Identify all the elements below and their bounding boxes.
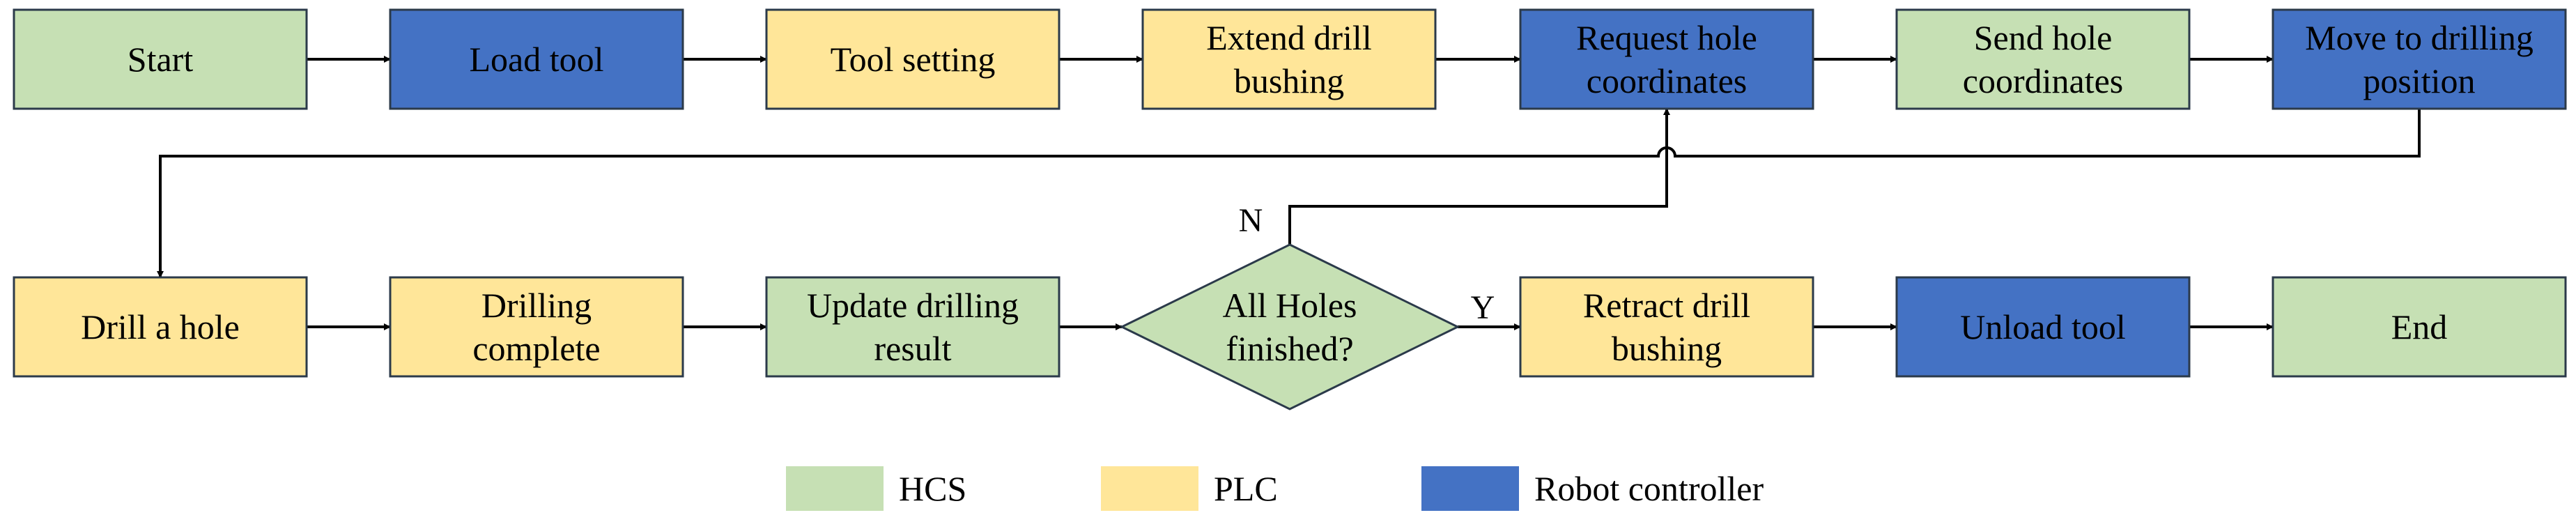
node-unload: Unload tool xyxy=(1895,276,2191,378)
node-update-label-line-1: Update drilling xyxy=(807,286,1019,325)
edge-decision-to-request xyxy=(1288,108,1670,245)
legend-label: PLC xyxy=(1214,469,1278,508)
node-move: Move to drilling position xyxy=(2272,8,2567,110)
node-request-label-line-1: Request hole xyxy=(1576,18,1757,57)
node-move-label-line-1: Move to drilling xyxy=(2305,18,2533,57)
node-send-label-line-2: coordinates xyxy=(1963,61,2123,100)
node-extend-label-line-1: Extend drill xyxy=(1206,18,1371,57)
node-retract-label-line-1: Retract drill xyxy=(1583,286,1750,325)
node-end: End xyxy=(2272,276,2567,378)
branch-label-n: N xyxy=(1239,202,1263,239)
node-decision: All Holes finished? xyxy=(1119,243,1460,410)
node-drill-label-line-1: Drill a hole xyxy=(81,307,240,346)
node-load-tool: Load tool xyxy=(389,8,684,110)
node-request-label-line-2: coordinates xyxy=(1587,61,1747,100)
process-box xyxy=(13,8,308,110)
process-box xyxy=(389,276,684,378)
process-box xyxy=(13,276,308,378)
process-box xyxy=(1519,276,1814,378)
process-box xyxy=(765,276,1061,378)
node-load-tool-label-line-1: Load tool xyxy=(469,40,603,79)
node-request: Request hole coordinates xyxy=(1519,8,1814,110)
node-update-label-line-2: result xyxy=(874,329,951,368)
node-start-label-line-1: Start xyxy=(128,40,194,79)
node-start: Start xyxy=(13,8,308,110)
legend-swatch xyxy=(786,466,884,511)
process-box xyxy=(1895,276,2191,378)
branch-labels-layer: YN xyxy=(1239,202,1495,326)
process-box xyxy=(2272,8,2567,110)
node-tool-setting-label-line-1: Tool setting xyxy=(831,40,996,79)
node-move-label-line-2: position xyxy=(2363,61,2475,100)
legend-item-robot: Robot controller xyxy=(1421,466,1764,511)
legend-label: Robot controller xyxy=(1534,469,1764,508)
node-decision-label-line-2: finished? xyxy=(1226,329,1353,368)
node-complete-label-line-2: complete xyxy=(472,329,600,368)
node-send: Send hole coordinates xyxy=(1895,8,2191,110)
legend-label: HCS xyxy=(899,469,966,508)
node-send-label-line-1: Send hole xyxy=(1974,18,2113,57)
legend-swatch xyxy=(1101,466,1198,511)
decision-diamond xyxy=(1119,243,1460,410)
branch-label-y: Y xyxy=(1471,289,1495,326)
node-complete: Drilling complete xyxy=(389,276,684,378)
node-update: Update drilling result xyxy=(765,276,1061,378)
process-box xyxy=(2272,276,2567,378)
node-retract-label-line-2: bushing xyxy=(1612,329,1722,368)
legend: HCS PLC Robot controller xyxy=(786,466,1764,511)
edges-layer xyxy=(157,56,2421,330)
node-decision-label-line-1: All Holes xyxy=(1222,286,1357,325)
node-end-label-line-1: End xyxy=(2391,307,2448,346)
process-box xyxy=(1141,8,1437,110)
node-unload-label-line-1: Unload tool xyxy=(1960,307,2125,346)
node-extend: Extend drill bushing xyxy=(1141,8,1437,110)
node-tool-setting: Tool setting xyxy=(765,8,1061,110)
node-extend-label-line-2: bushing xyxy=(1234,61,1344,100)
legend-item-hcs: HCS xyxy=(786,466,966,511)
node-retract: Retract drill bushing xyxy=(1519,276,1814,378)
process-box xyxy=(1895,8,2191,110)
process-box xyxy=(1519,8,1814,110)
node-drill: Drill a hole xyxy=(13,276,308,378)
process-box xyxy=(765,8,1061,110)
nodes-layer: Start Load tool Tool setting Extend drill bu… xyxy=(13,8,2567,410)
legend-item-plc: PLC xyxy=(1101,466,1278,511)
legend-swatch xyxy=(1421,466,1519,511)
process-box xyxy=(389,8,684,110)
node-complete-label-line-1: Drilling xyxy=(481,286,592,325)
